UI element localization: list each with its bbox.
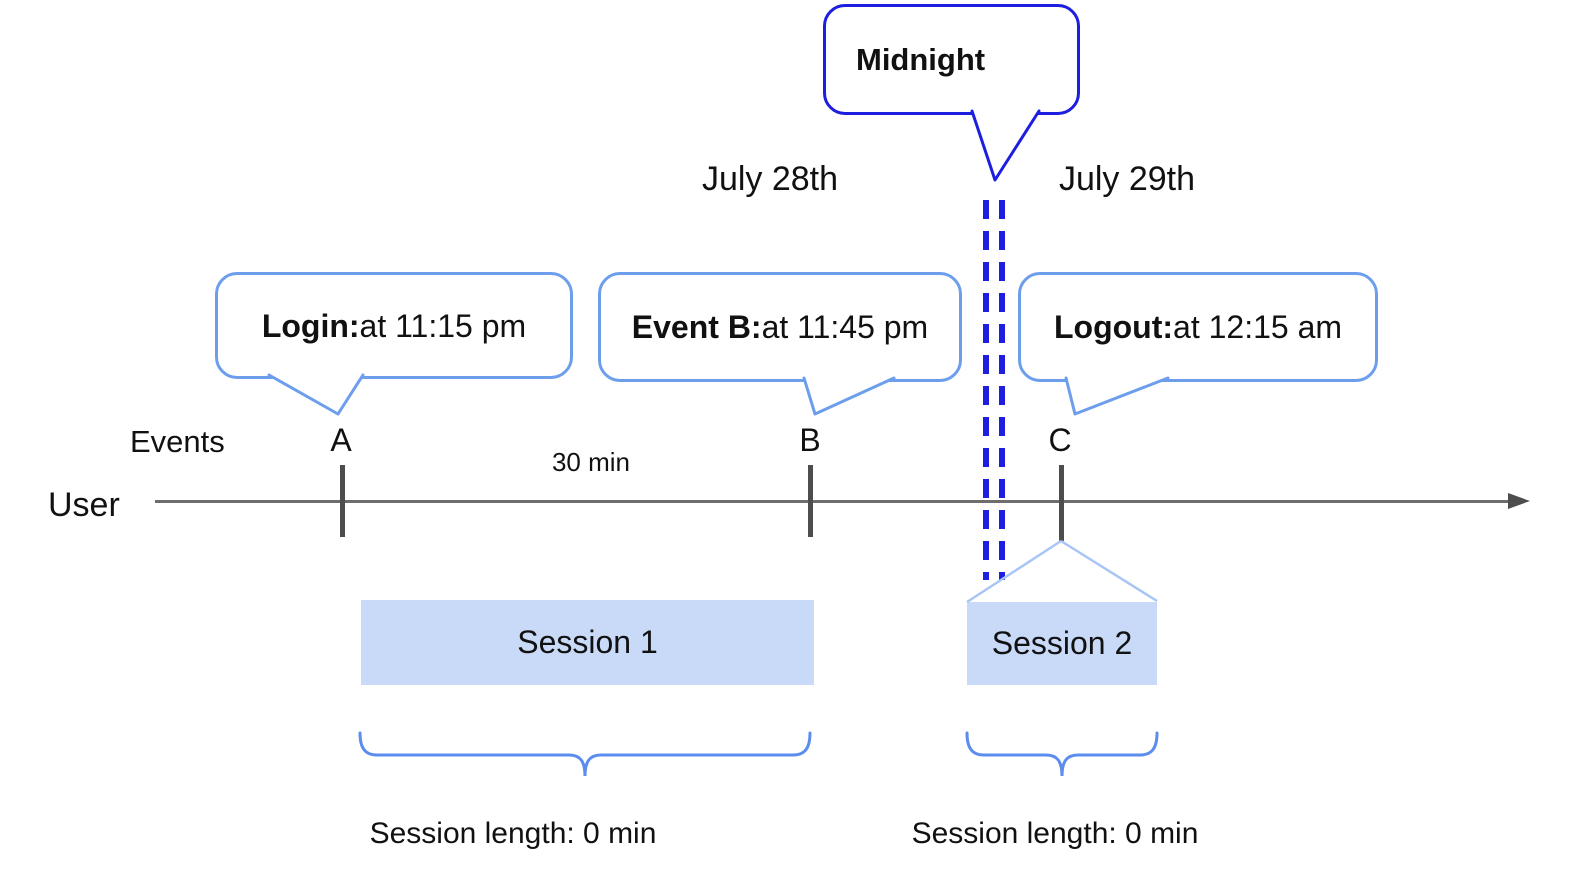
timeline-axis bbox=[155, 500, 1510, 503]
session-2-box: Session 2 bbox=[967, 602, 1157, 685]
date-label-july-29: July 29th bbox=[1058, 160, 1196, 198]
event-b-callout-detail: at 11:45 pm bbox=[761, 309, 929, 345]
midnight-callout-bubble: Midnight bbox=[823, 4, 1080, 115]
session-2-label: Session 2 bbox=[991, 625, 1133, 661]
session-1-box: Session 1 bbox=[361, 600, 814, 685]
event-a-label: A bbox=[330, 422, 352, 458]
interval-30min-label: 30 min bbox=[551, 447, 631, 477]
user-axis-label: User bbox=[48, 486, 120, 524]
logout-callout-title: Logout: bbox=[1053, 309, 1174, 345]
session-1-label: Session 1 bbox=[517, 624, 658, 660]
session-2-expansion-lines bbox=[966, 539, 1158, 604]
event-b-callout-bubble: Event B: at 11:45 pm bbox=[598, 272, 962, 382]
event-a-tick bbox=[340, 465, 345, 537]
event-b-tick bbox=[808, 465, 813, 537]
session-1-length-label: Session length: 0 min bbox=[369, 817, 657, 850]
logout-bubble-tail bbox=[1064, 376, 1170, 416]
event-b-callout-title: Event B: bbox=[631, 309, 762, 345]
date-label-july-28: July 28th bbox=[701, 160, 839, 198]
login-callout-title: Login: bbox=[261, 307, 360, 344]
events-axis-label: Events bbox=[130, 424, 225, 459]
midnight-label: Midnight bbox=[856, 42, 986, 77]
login-bubble-tail bbox=[267, 373, 365, 416]
event-c-tick bbox=[1059, 465, 1064, 541]
timeline-arrowhead-icon bbox=[1508, 493, 1530, 509]
logout-callout-detail: at 12:15 am bbox=[1173, 309, 1343, 345]
session-2-brace bbox=[965, 731, 1159, 777]
logout-callout-bubble: Logout: at 12:15 am bbox=[1018, 272, 1378, 382]
login-callout-detail: at 11:15 pm bbox=[359, 307, 527, 344]
login-callout-bubble: Login: at 11:15 pm bbox=[215, 272, 573, 379]
session-2-length-label: Session length: 0 min bbox=[911, 817, 1199, 850]
session-1-brace bbox=[358, 731, 812, 777]
event-c-label: C bbox=[1048, 422, 1072, 458]
midnight-divider-dashed-line-left bbox=[983, 200, 989, 580]
event-b-bubble-tail bbox=[802, 376, 896, 416]
event-b-label: B bbox=[799, 422, 821, 458]
midnight-divider-dashed-line-right bbox=[999, 200, 1005, 580]
